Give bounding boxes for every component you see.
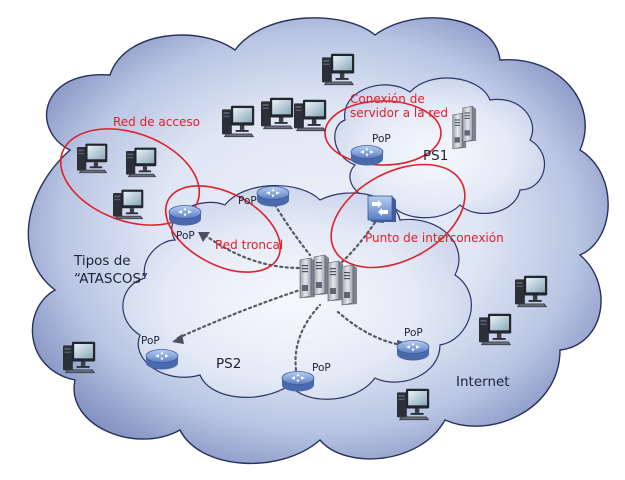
ps1-label: PS1 [423, 148, 448, 164]
pop-label: PoP [312, 362, 331, 374]
link-router-ps2-left [176, 288, 302, 340]
access-network-label: Red de acceso [113, 115, 200, 129]
highlight-ellipses [59, 100, 466, 273]
access-network-ellipse [59, 128, 201, 226]
router-icon [350, 145, 384, 166]
pop-label: PoP [238, 195, 257, 207]
server-connection-label-2: servidor a la red [350, 106, 448, 120]
pop-label: PoP [141, 335, 160, 347]
pop-label: PoP [404, 327, 423, 339]
backbone-ellipse [164, 185, 282, 273]
pop-label: PoP [176, 230, 195, 242]
router-icon [396, 340, 430, 361]
link-router-left [203, 233, 302, 270]
ps2-label: PS2 [216, 356, 241, 372]
backbone-label: Red troncal [215, 238, 283, 252]
interconnection-label: Punto de interconexión [365, 231, 504, 245]
router-icon [145, 349, 179, 370]
pop-label: PoP [372, 133, 391, 145]
interconnection-ellipse [330, 163, 466, 269]
router-icon [168, 205, 202, 226]
pop-labels: PoP PoP PoP PoP PoP PoP [141, 133, 423, 374]
link-switch [340, 216, 380, 264]
link-router-right [336, 310, 404, 347]
server-connection-label-1: Conexión de [350, 92, 425, 106]
jam-types-label-1: Tipos de [73, 253, 131, 269]
server-connection-ellipse [324, 100, 442, 166]
link-router-bottom [294, 303, 322, 372]
router-icon [256, 186, 290, 207]
internet-label: Internet [456, 374, 510, 390]
ps1-cloud [334, 77, 546, 219]
router-icon [281, 371, 315, 392]
switch-icon [367, 195, 396, 222]
jam-types-label-2: “ATASCOS” [74, 271, 148, 287]
